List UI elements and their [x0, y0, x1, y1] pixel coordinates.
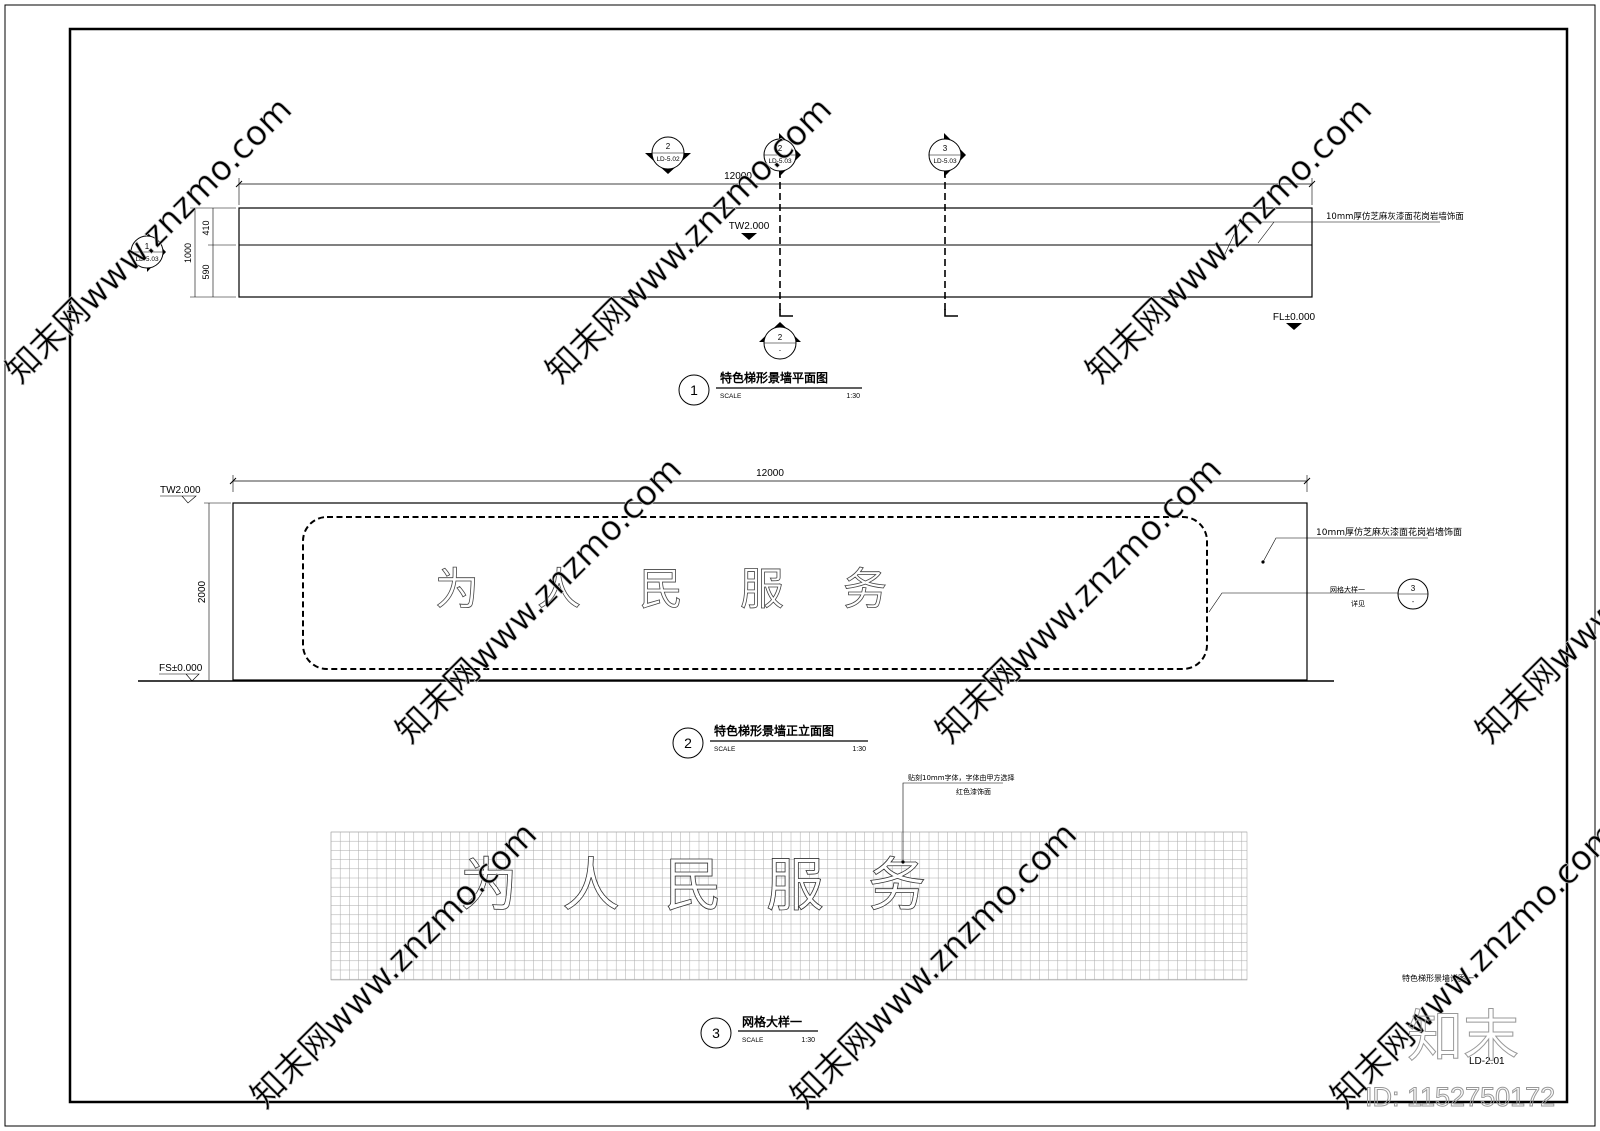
grid-note-line1: 贴刻10mm字体，字体由甲方选择 [908, 773, 1015, 782]
grid-scale-label: SCALE [742, 1037, 764, 1044]
plan-finish-note: 10mm厚仿芝麻灰漆面花岗岩墙饰面 [1326, 211, 1464, 222]
elevation-wall [232, 502, 1308, 681]
elev-finish-note: 10mm厚仿芝麻灰漆面花岗岩墙饰面 [1316, 526, 1462, 538]
plan-marker-bottom-ref: - [779, 347, 781, 354]
watermark-1: 知末网www.znzmo.com [0, 89, 300, 391]
grid-lines [330, 831, 1247, 980]
elev-slogan-char-2: 人 [537, 564, 581, 615]
grid-scale: 1:30 [801, 1037, 815, 1044]
watermark-9: 知末网www.znzmo.com [1323, 814, 1600, 1116]
plan-marker-top-c-ref: LD-5.03 [933, 158, 957, 165]
plan-scale-label: SCALE [720, 393, 742, 400]
elev-dim-2000: 2000 [197, 580, 208, 603]
elev-scale: 1:30 [852, 746, 866, 753]
grid-slogan-char-4: 服 [766, 851, 824, 919]
elevation-slogan: 为 人 民 服 务 [435, 564, 888, 616]
plan-title: 特色梯形景墙平面图 [720, 370, 828, 385]
elev-title: 特色梯形景墙正立面图 [714, 723, 834, 738]
watermark-3: 知末网www.znzmo.com [1078, 89, 1380, 391]
plan-marker-top-c-num: 3 [943, 144, 948, 153]
plan-marker-top-b-num: 2 [778, 144, 783, 153]
plan-marker-top-b-ref: LD-5.03 [768, 158, 792, 165]
elev-dim-total: 12000 [756, 468, 784, 479]
watermark-logo: 知末 [1407, 1005, 1519, 1070]
plan-dim-410: 410 [201, 220, 211, 235]
outer-border [4, 4, 1596, 1127]
grid-slogan-char-1: 为 [460, 851, 518, 919]
watermark-5: 知末网www.znzmo.com [928, 449, 1230, 751]
elev-callout-marker-num: 3 [1411, 584, 1416, 593]
plan-dim-total: 12000 [724, 171, 752, 182]
elev-callout-marker-ref: - [1412, 599, 1415, 606]
grid-slogan: 为 人 民 服 务 [460, 851, 927, 920]
elev-slogan-char-4: 服 [740, 564, 784, 615]
elev-fs-level: FS±0.000 [159, 663, 203, 674]
plan-marker-left-ref: LD-5.03 [135, 256, 159, 263]
elevation-view: 12000 为 人 民 服 务 2000 TW2.000 FS±0.000 10… [138, 468, 1462, 759]
grid-title: 网格大样一 [742, 1014, 802, 1029]
drawing-number: LD-2.01 [1469, 1056, 1505, 1067]
plan-marker-top-c: 3 LD-5.03 [928, 133, 966, 177]
elev-slogan-char-3: 民 [639, 564, 683, 615]
plan-dim-1000: 1000 [183, 243, 193, 263]
elev-callout-marker: 3 - [1397, 578, 1429, 610]
grid-slogan-char-5: 务 [868, 851, 926, 919]
plan-view: 12000 410 590 1000 1 LD-5.03 2 LD-5.02 [130, 133, 1464, 406]
watermark-6: 知末网www.znzmo.com [1468, 449, 1600, 751]
plan-wall [238, 207, 1313, 298]
plan-marker-bottom: 2 - [759, 322, 801, 360]
plan-marker-top-b: 2 LD-5.03 [763, 133, 801, 177]
plan-fl-level: FL±0.000 [1273, 312, 1316, 323]
sheet-title: 特色梯形景墙详图一 [1402, 973, 1474, 983]
plan-marker-left: 1 LD-5.03 [130, 232, 166, 272]
elev-see-detail: 详见 [1351, 599, 1365, 608]
elev-scale-label: SCALE [714, 746, 736, 753]
plan-marker-bottom-num: 2 [778, 333, 783, 342]
elev-slogan-char-1: 为 [435, 564, 479, 615]
plan-scale: 1:30 [846, 393, 860, 400]
grid-slogan-char-3: 民 [664, 851, 722, 919]
plan-title-num: 1 [690, 382, 698, 398]
grid-title-num: 3 [712, 1025, 720, 1041]
title-block: 特色梯形景墙详图一 LD-2.01 [1402, 973, 1505, 1067]
elev-title-num: 2 [684, 735, 692, 751]
grid-note-line2: 红色漆饰面 [956, 787, 991, 796]
watermark-id: ID: 1152750172 [1365, 1082, 1555, 1112]
inner-border [68, 27, 1569, 1104]
elev-tw-level: TW2.000 [160, 485, 201, 496]
plan-tw-level: TW2.000 [729, 221, 770, 232]
elev-slogan-char-5: 务 [843, 564, 887, 615]
plan-dim-590: 590 [201, 264, 211, 279]
plan-marker-top-a-num: 2 [666, 142, 671, 151]
grid-detail: 为 人 民 服 务 贴刻10mm字体，字体由甲方选择 红色漆饰面 3 网格大样一… [330, 773, 1248, 1049]
plan-marker-left-num: 1 [145, 242, 150, 251]
plan-marker-top-a: 2 LD-5.02 [645, 136, 691, 174]
grid-slogan-char-2: 人 [562, 851, 620, 919]
elevation-panel [302, 516, 1208, 670]
plan-marker-top-a-ref: LD-5.02 [656, 156, 680, 163]
elev-grid-callout: 网格大样一 [1330, 585, 1365, 594]
